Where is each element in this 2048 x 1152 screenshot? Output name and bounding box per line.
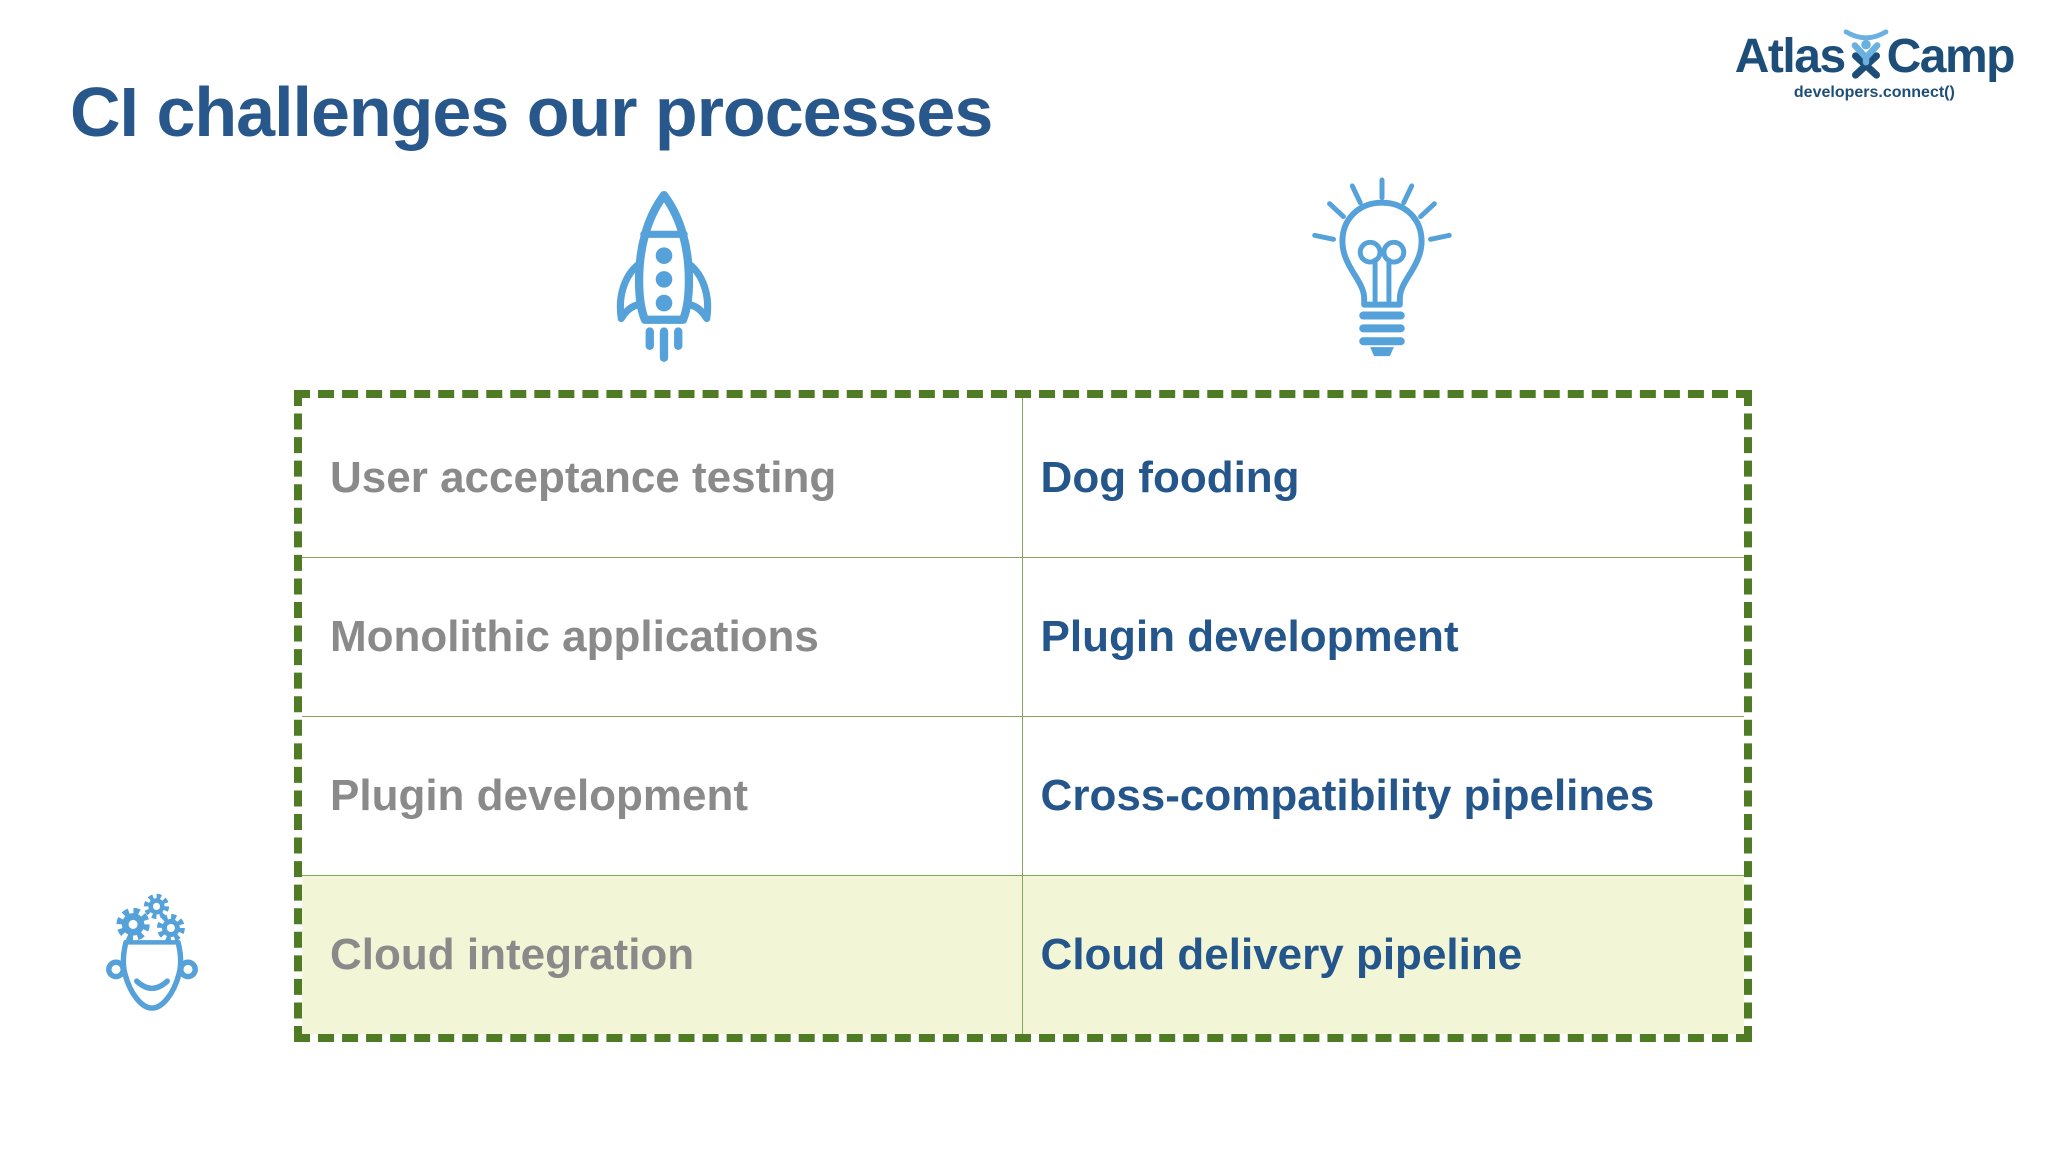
logo-tagline: developers.connect() xyxy=(1793,84,1955,101)
lightbulb-icon xyxy=(1312,177,1452,357)
rocket-icon xyxy=(616,190,712,362)
gear-top xyxy=(143,893,170,919)
process-cell: Plugin development xyxy=(1021,557,1744,716)
challenge-cell: User acceptance testing xyxy=(330,452,837,502)
logo-text-atlas: Atlas xyxy=(1734,30,1846,83)
atlascamp-mark-icon xyxy=(1843,29,1889,79)
logo-wordmark: Atlas Camp xyxy=(1734,20,2016,83)
challenge-cell: Plugin development xyxy=(302,716,1022,875)
challenge-cell: Monolithic applications xyxy=(302,557,1022,716)
atlascamp-logo: Atlas Camp developers.connect() xyxy=(1734,20,2016,102)
challenges-table: User acceptance testing Dog fooding Mono… xyxy=(294,390,1752,1042)
gear-left xyxy=(116,907,150,942)
process-cell: Cloud delivery pipeline xyxy=(1021,875,1744,1034)
page-title: CI challenges our processes xyxy=(70,73,993,151)
gear-right xyxy=(156,914,185,942)
challenge-cell: Cloud integration xyxy=(302,875,1022,1034)
process-cell: Cross-compatibility pipelines xyxy=(1021,716,1744,875)
process-cell: Dog fooding xyxy=(1021,398,1744,557)
head-gears-icon xyxy=(106,893,198,1011)
logo-text-camp: Camp xyxy=(1886,30,2016,83)
